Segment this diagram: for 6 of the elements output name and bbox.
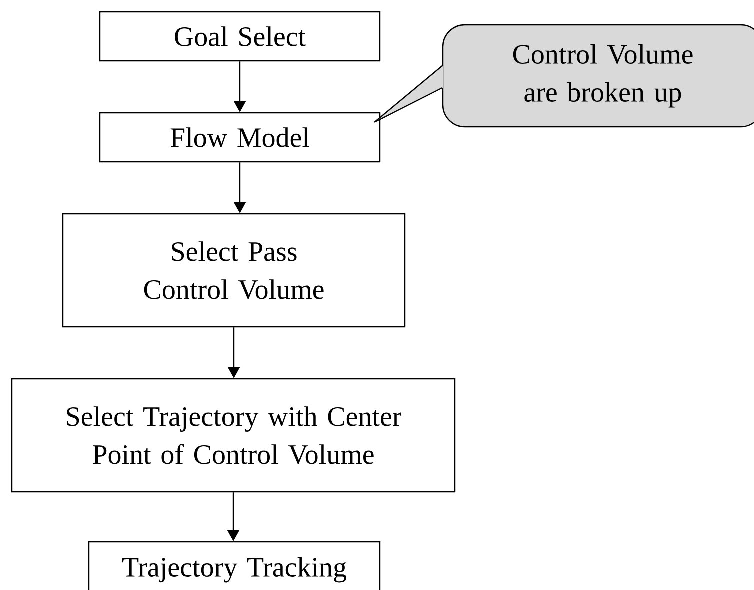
- process-box: Select Trajectory with Center Point of Control Volume: [11, 378, 456, 493]
- process-box: Trajectory Tracking: [88, 541, 381, 590]
- process-box: Select Pass Control Volume: [62, 213, 406, 328]
- process-box: Flow Model: [99, 112, 381, 163]
- process-box: Goal Select: [99, 11, 381, 62]
- leader-line: [374, 87, 443, 123]
